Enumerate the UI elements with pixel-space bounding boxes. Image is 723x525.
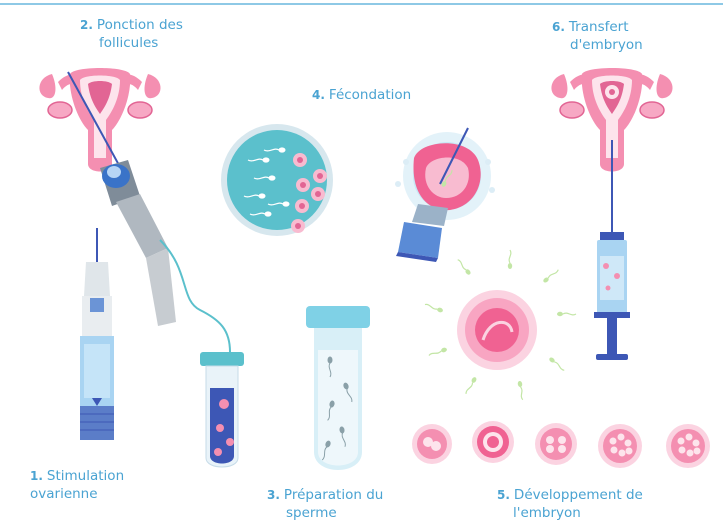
uterus-icon-left [39,68,160,172]
sperm-tube-icon [306,306,370,470]
icsi-egg-icon [395,128,495,262]
step-2-label: 2.Ponction des follicules [80,16,183,52]
step-5-label: 5.Développement de l'embryon [497,486,643,522]
collection-tube-icon [200,352,244,467]
injection-pen-icon [80,228,114,440]
step-1-label: 1.Stimulation ovarienne [30,467,124,503]
embryo-stages-icon [412,421,710,468]
step-4-label: 4.Fécondation [312,86,411,104]
petri-dish-icon [221,124,333,236]
syringe-icon [594,140,630,360]
egg-with-sperm-icon [424,250,576,400]
step-3-label: 3.Préparation du sperme [267,486,383,522]
step-6-label: 6.Transfert d'embryon [552,18,643,54]
